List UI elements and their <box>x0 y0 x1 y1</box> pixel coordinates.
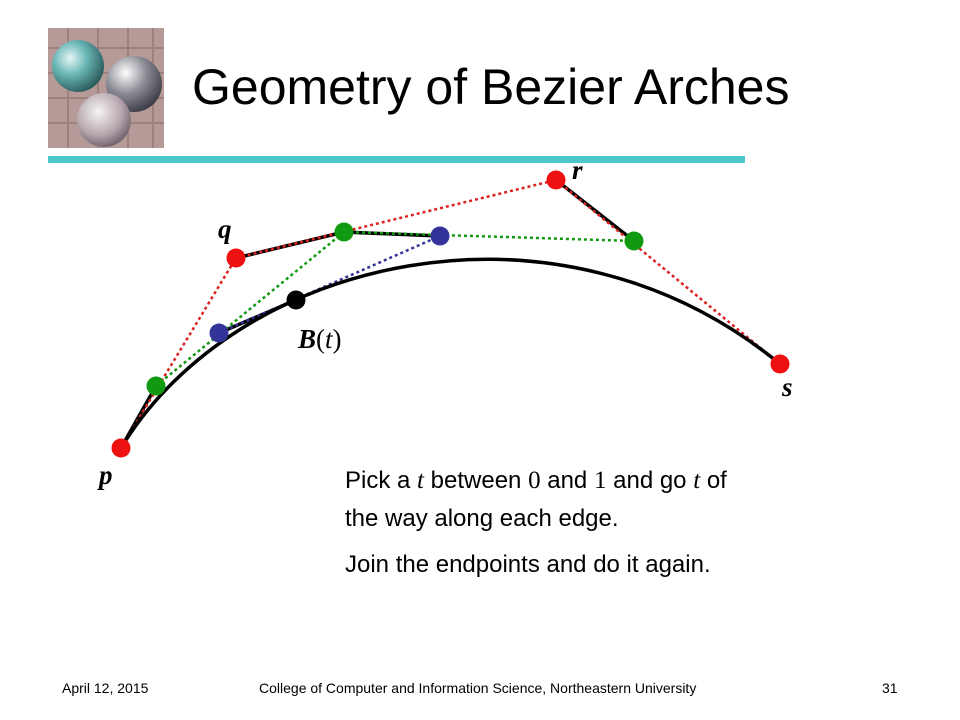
label-s: s <box>782 372 793 402</box>
label-t: t <box>325 324 333 354</box>
control-point-q <box>226 248 246 268</box>
text-fragment: and <box>540 467 594 494</box>
title-underline <box>48 156 745 163</box>
control-point-r <box>546 170 566 190</box>
raytraced-spheres-logo <box>48 28 164 148</box>
math-one: 1 <box>593 467 607 494</box>
label-q: q <box>218 214 232 244</box>
text-fragment: Pick a <box>345 467 418 494</box>
text-fragment: of <box>700 467 727 494</box>
level1-point-qr <box>334 222 354 242</box>
math-t: t <box>693 467 701 494</box>
instruction-line-1: Pick a t between 0 and 1 and go t of <box>345 464 727 498</box>
instruction-line-2: the way along each edge. <box>345 505 619 532</box>
math-zero: 0 <box>528 467 541 494</box>
paren-close: ) <box>332 324 342 354</box>
instruction-line-3: Join the endpoints and do it again. <box>345 551 711 578</box>
slide-title: Geometry of Bezier Arches <box>192 59 790 115</box>
label-B: B <box>298 324 317 354</box>
level1-point-pq <box>146 376 166 396</box>
control-edge-p-q <box>119 257 238 449</box>
control-edge-q-r <box>235 178 557 260</box>
paren-open: ( <box>316 324 326 354</box>
curve-point-B <box>286 290 306 310</box>
footer-page-number: 31 <box>882 680 898 696</box>
text-fragment: between <box>423 467 529 494</box>
control-point-s <box>770 354 790 374</box>
math-t: t <box>417 467 424 494</box>
level1-edge-a <box>155 231 345 387</box>
label-p: p <box>99 460 113 490</box>
level1-point-rs <box>624 231 644 251</box>
label-r: r <box>572 155 583 185</box>
footer-date: April 12, 2015 <box>62 680 149 696</box>
text-fragment: and go <box>606 467 694 494</box>
label-B-of-t: B(t) <box>298 324 342 355</box>
footer-institution: College of Computer and Information Scie… <box>259 680 697 696</box>
control-point-p <box>111 438 131 458</box>
level1-edge-b <box>343 230 635 243</box>
level2-point-a <box>209 323 229 343</box>
bezier-curve <box>119 257 782 449</box>
level2-point-b <box>430 226 450 246</box>
control-edge-r-s <box>555 179 781 365</box>
